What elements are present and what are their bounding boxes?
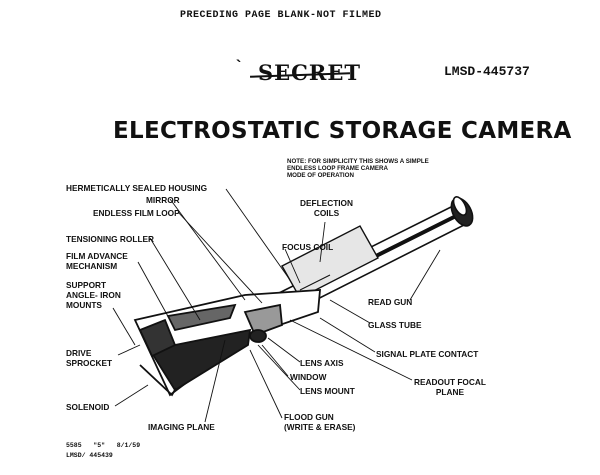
deflection-coils — [281, 225, 379, 299]
label-drive-sprocket: DRIVE SPROCKET — [66, 348, 113, 368]
label-hermetic-housing: HERMETICALLY SEALED HOUSING — [66, 183, 208, 193]
classification-tick-mark: ` — [236, 58, 242, 75]
label-signal-plate-contact: SIGNAL PLATE CONTACT — [376, 349, 479, 359]
diagram-title: ELECTROSTATIC STORAGE CAMERA — [113, 118, 572, 144]
label-solenoid: SOLENOID — [66, 402, 110, 412]
housing-body — [133, 289, 321, 397]
label-glass-tube: GLASS TUBE — [368, 320, 422, 330]
label-film-advance: FILM ADVANCE MECHANISM — [66, 251, 128, 271]
document-number: LMSD-445737 — [444, 64, 530, 79]
label-focus-coil: FOCUS COIL — [282, 242, 334, 252]
label-lens-axis: LENS AXIS — [300, 358, 344, 368]
leader-lines — [112, 188, 441, 423]
label-imaging-plane: IMAGING PLANE — [148, 422, 215, 432]
top-banner: PRECEDING PAGE BLANK-NOT FILMED — [180, 10, 382, 21]
label-support-mounts: SUPPORT ANGLE- IRON MOUNTS — [66, 280, 121, 310]
label-deflection-coils: DEFLECTION COILS — [300, 198, 354, 218]
label-flood-gun: FLOOD GUN (WRITE & ERASE) — [284, 412, 356, 432]
label-read-gun: READ GUN — [368, 297, 413, 307]
footer-ref-line-2: LMSD/ 445439 — [66, 452, 113, 459]
label-film-loop: ENDLESS FILM LOOP — [93, 208, 180, 218]
footer-ref-line-1: 5585 "5" 8/1/59 — [66, 442, 141, 449]
label-tensioning-roller: TENSIONING ROLLER — [66, 234, 155, 244]
label-readout-focal-plane: READOUT FOCAL PLANE — [414, 377, 486, 397]
label-mirror: MIRROR — [146, 195, 180, 205]
label-lens-mount: LENS MOUNT — [300, 386, 355, 396]
label-window: WINDOW — [290, 372, 327, 382]
diagram-note: NOTE: FOR SIMPLICITY THIS SHOWS A SIMPLE… — [287, 158, 429, 179]
